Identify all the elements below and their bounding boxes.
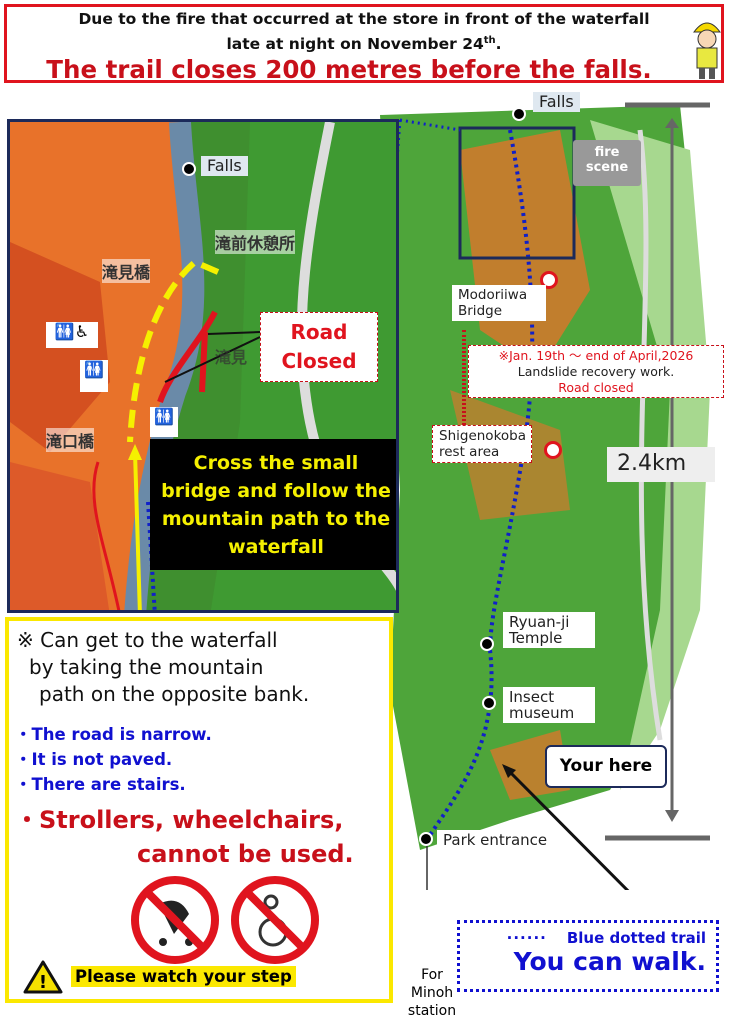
insect-museum-marker (482, 696, 496, 710)
falls-marker (512, 107, 526, 121)
detail-map: Falls 滝前休憩所 滝見橋 滝口橋 滝見 🚻♿ 🚻 🚻 Road Close… (7, 119, 399, 613)
legend-line-text: Blue dotted trail (566, 929, 706, 947)
trail-conditions: ・The road is narrow. ・It is not paved. ・… (9, 722, 389, 797)
jp-label-takimi: 滝見 (215, 348, 248, 367)
warning-triangle-icon: ! (23, 960, 63, 994)
road-closed-label: Road Closed (260, 312, 378, 382)
legend-line-label: ······ Blue dotted trail (460, 929, 706, 947)
ryuanji-marker (480, 637, 494, 651)
modoriiwa-label: Modoriiwa Bridge (452, 285, 546, 321)
notice-work: Landslide recovery work. (517, 364, 675, 379)
distance-label: 2.4km (607, 447, 715, 482)
restroom-accessible-icon: 🚻♿ (46, 322, 98, 348)
shigenokoba-label: Shigenokoba rest area (432, 425, 532, 463)
detail-area-frame (458, 126, 576, 260)
worker-illustration-icon (693, 22, 721, 79)
restroom-icon-2: 🚻 (150, 407, 178, 437)
note-line-1: ※ Can get to the waterfall (17, 628, 278, 652)
fire-scene-label: fire scene (573, 140, 641, 186)
notice-line-1: Due to the fire that occurred at the sto… (78, 10, 650, 28)
trail-legend: ······ Blue dotted trail You can walk. (457, 920, 719, 992)
shigenokoba-marker (544, 441, 562, 459)
notice-end: . (495, 35, 502, 54)
blue-dotted-trail (428, 129, 535, 837)
notice-line-2-text: late at night on November 24 (226, 35, 484, 54)
note-line-3: path on the opposite bank. (39, 682, 310, 706)
warning-line-1: ・Strollers, wheelchairs, (15, 806, 344, 834)
condition-unpaved: ・It is not paved. (15, 750, 173, 769)
notice-sup: th (483, 35, 496, 46)
no-wheelchairs-icon (231, 876, 319, 964)
restroom-icon: 🚻 (80, 360, 108, 392)
you-are-here-callout: Your here (545, 745, 667, 788)
headline: The trail closes 200 metres before the f… (46, 55, 652, 85)
detail-falls-marker (182, 162, 196, 176)
insect-museum-label: Insect museum (503, 687, 595, 723)
ryuanji-label: Ryuan-ji Temple (503, 612, 595, 648)
jp-label-rest-house: 滝前休憩所 (215, 230, 296, 254)
closure-span-marker (462, 330, 466, 425)
legend-walk: You can walk. (513, 947, 706, 976)
jp-label-takimi-bridge: 滝見橋 (102, 259, 151, 283)
accessibility-info-box: ※ Can get to the waterfall by taking the… (5, 617, 393, 1003)
condition-stairs: ・There are stairs. (15, 775, 186, 794)
notice-dates: ※Jan. 19th ～ end of April,2026 (498, 348, 694, 363)
detail-falls-label: Falls (201, 156, 248, 176)
dotted-line-icon: ······ (506, 929, 547, 947)
notice-closed: Road closed (558, 380, 634, 395)
landslide-notice: ※Jan. 19th ～ end of April,2026 Landslide… (468, 345, 724, 398)
closure-notice-banner: Due to the fire that occurred at the sto… (4, 4, 724, 84)
warning-line-2: cannot be used. (137, 840, 354, 868)
jp-label-takiguchi-bridge: 滝口橋 (46, 428, 95, 452)
watch-step-label: Please watch your step (71, 966, 296, 987)
modoriiwa-marker (540, 271, 558, 289)
instruction-box: Cross the small bridge and follow the mo… (150, 439, 396, 570)
mountain-path-route (127, 258, 220, 443)
minoh-station-label: For Minoh station (407, 967, 457, 1019)
falls-label: Falls (533, 92, 580, 112)
closed-road-segment (157, 310, 218, 404)
park-entrance-label: Park entrance (437, 830, 554, 850)
alternate-route-note: ※ Can get to the waterfall by taking the… (9, 621, 389, 708)
no-strollers-icon (131, 876, 219, 964)
svg-text:!: ! (39, 972, 47, 993)
park-entrance-marker (419, 832, 433, 846)
notice-line-2: late at night on November 24th. (7, 31, 721, 54)
condition-narrow: ・The road is narrow. (15, 725, 212, 744)
note-line-2: by taking the mountain (29, 655, 264, 679)
